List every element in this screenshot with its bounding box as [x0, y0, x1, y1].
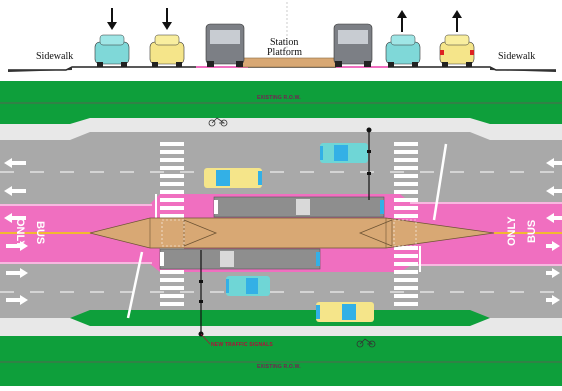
car-plan-icon [204, 168, 262, 188]
car-plan-icon [226, 276, 270, 296]
bus-only-right-marking: ONLY BUS [506, 216, 538, 246]
plan-view [0, 81, 562, 386]
bus-plan-icon [159, 248, 321, 270]
existing-row-top-label: EXISTING R.O.W. [257, 95, 301, 101]
bus-plan-icon [213, 196, 385, 218]
existing-row-bottom-label: EXISTING R.O.W. [257, 364, 301, 370]
lane-arrow-icon [546, 158, 562, 305]
bicycle-icon [208, 117, 228, 127]
traffic-signal-icon [366, 127, 372, 200]
sidewalk-right-label: Sidewalk [498, 51, 536, 62]
car-icon [149, 34, 185, 67]
new-traffic-signals-label: NEW TRAFFIC SIGNALS [211, 342, 273, 348]
car-icon [94, 34, 130, 67]
bus-icon [333, 23, 373, 67]
arrow-up-icon [452, 10, 462, 32]
lane-arrow-icon [4, 158, 28, 305]
bus-only-left-marking: BUS ONLY [14, 218, 46, 248]
arrow-down-icon [162, 8, 172, 30]
station-label-line1: Station [270, 37, 299, 48]
bus-icon [205, 23, 245, 67]
car-plan-icon [316, 302, 374, 322]
arrow-up-icon [397, 10, 407, 32]
car-icon [439, 34, 475, 67]
arrow-down-icon [107, 8, 117, 30]
bicycle-icon [356, 338, 376, 348]
car-icon [385, 34, 421, 67]
car-plan-icon [320, 143, 368, 163]
station-label-line2: Platform [267, 47, 302, 58]
sidewalk-left-label: Sidewalk [36, 51, 74, 62]
station-platform-section [237, 57, 337, 68]
cross-section [8, 2, 556, 72]
